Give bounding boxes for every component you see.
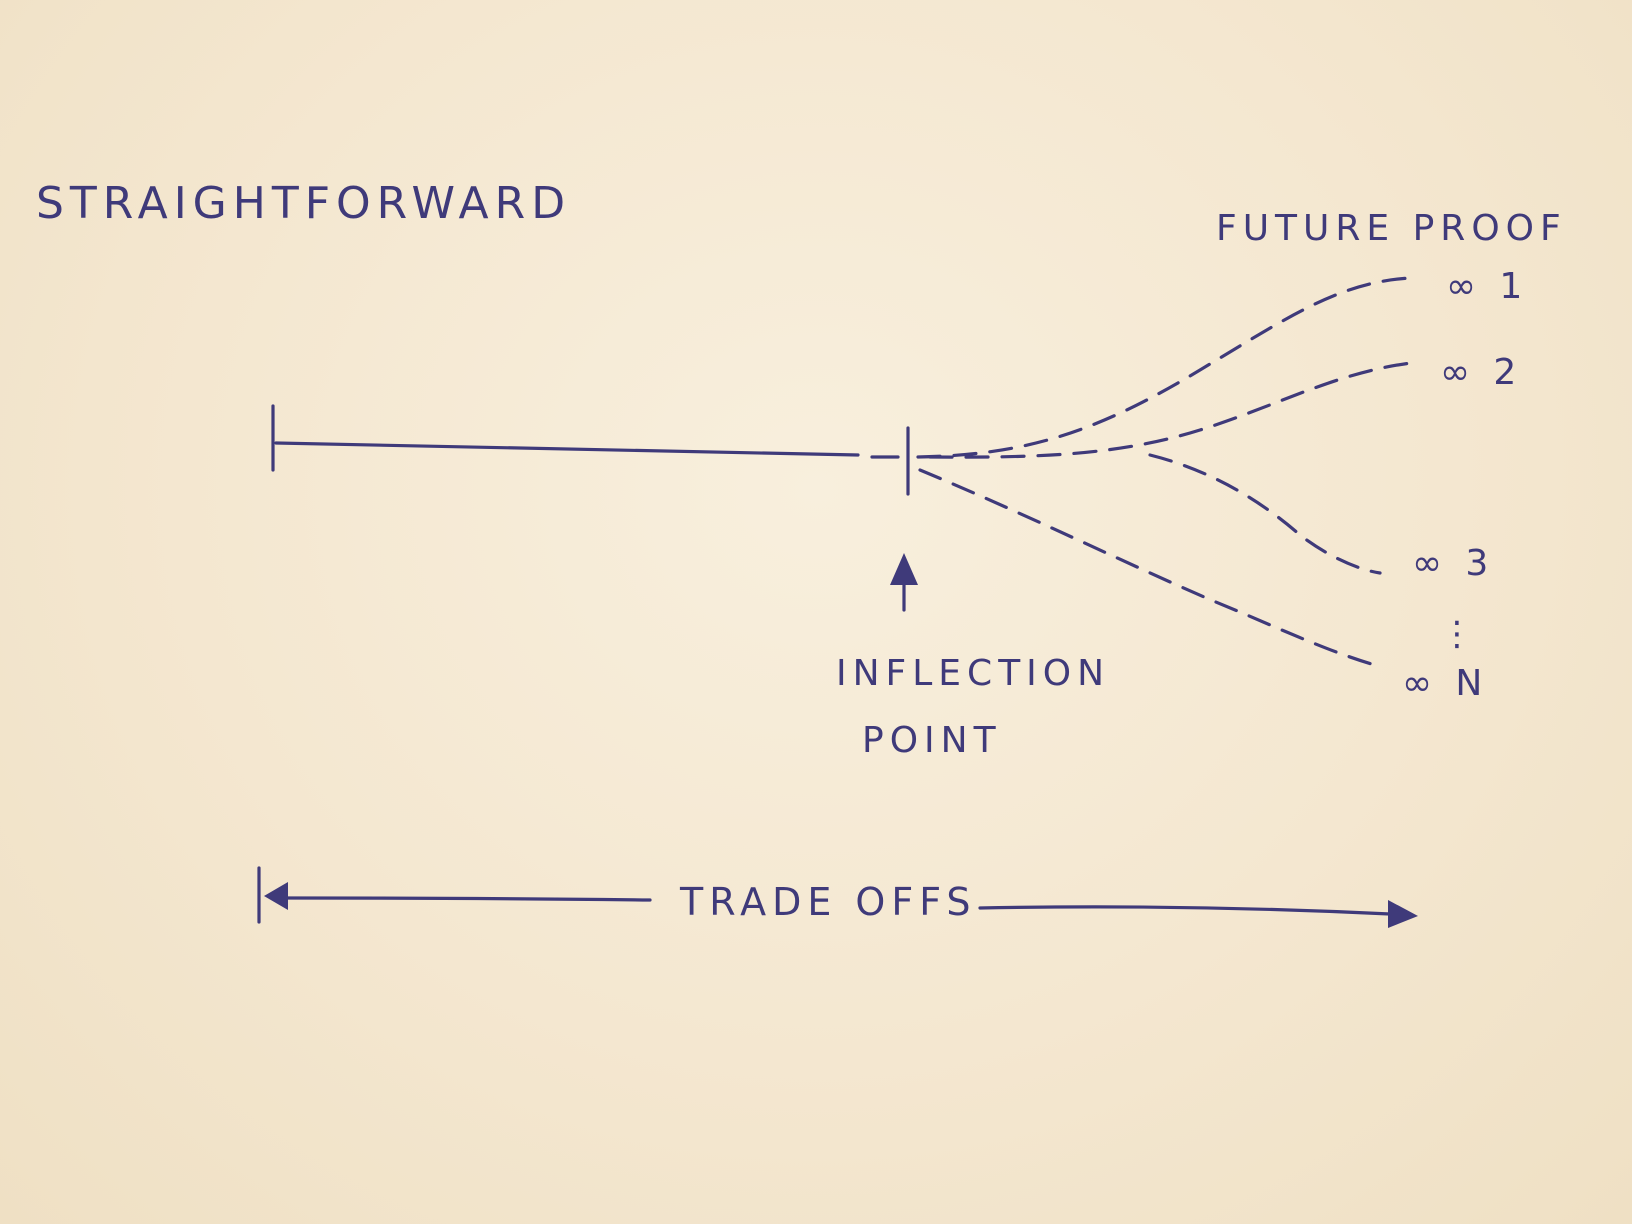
branch-label-2: ∞ 2 [1440,352,1522,393]
inflection-arrow-head [890,553,918,585]
branch-label-n: ∞ N [1402,663,1488,704]
branch-line-3 [1148,453,1382,575]
tradeoffs-left-line [286,896,652,902]
branch-label-3: ∞ 3 [1412,543,1494,584]
inflection-label-line1: INFLECTION [836,653,1110,694]
branch-line-2 [928,360,1422,459]
inflection-label-line2: POINT [862,720,1002,761]
ellipsis-mark: ⋮ [1440,614,1480,654]
tradeoffs-label: TRADE OFFS [679,880,977,924]
straightforward-label: STRAIGHTFORWARD [36,178,571,229]
branch-line-1 [916,276,1412,459]
tradeoffs-right-arrowhead [1388,900,1418,928]
future-proof-label: FUTURE PROOF [1216,208,1567,249]
branch-label-1: ∞ 1 [1446,266,1528,307]
branch-line-n [918,468,1377,667]
tradeoffs-left-arrowhead [264,882,288,910]
tradeoffs-right-line [978,905,1392,916]
straightforward-line [274,441,860,457]
